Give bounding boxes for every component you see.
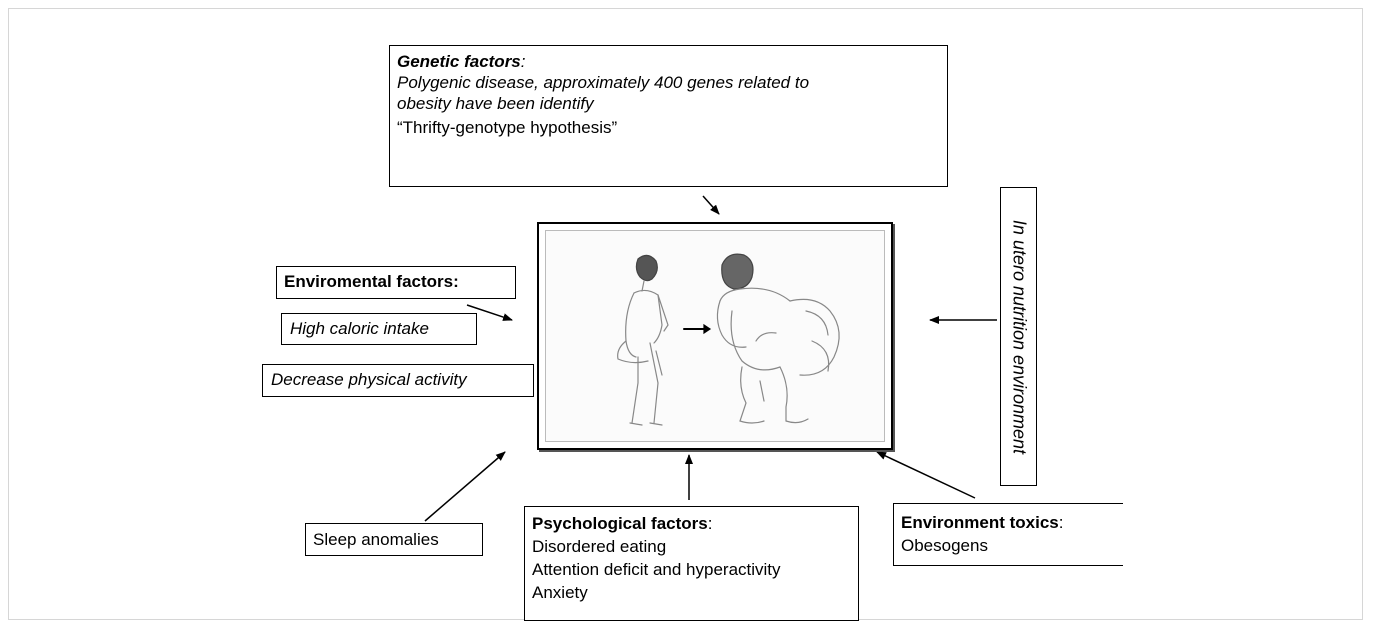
illustration-frame	[537, 222, 893, 450]
sleep-anomalies-box: Sleep anomalies	[305, 523, 483, 556]
arrow-genetic	[702, 195, 720, 215]
arrow-environmental	[466, 304, 513, 321]
toxics-title-colon: :	[1058, 513, 1064, 532]
environmental-item-physical: Decrease physical activity	[262, 364, 534, 397]
genetic-line-3: “Thrifty-genotype hypothesis”	[397, 118, 618, 137]
psychological-item: Attention deficit and hyperactivity	[532, 560, 781, 579]
arrow-sleep	[424, 451, 506, 522]
psychological-title: Psychological factors	[532, 514, 708, 533]
environmental-title: Enviromental factors:	[276, 266, 516, 299]
genetic-factors-box: Genetic factors: Polygenic disease, appr…	[389, 45, 948, 187]
environment-toxics-box: Environment toxics: Obesogens	[893, 503, 1123, 566]
obesity-illustration	[617, 253, 840, 426]
environmental-item-caloric: High caloric intake	[281, 313, 477, 345]
psychological-item: Anxiety	[532, 583, 588, 602]
illustration-canvas	[545, 230, 885, 442]
in-utero-label: In utero nutrition environment	[1009, 219, 1029, 454]
psychological-title-colon: :	[707, 514, 713, 533]
psychological-item: Disordered eating	[532, 537, 667, 556]
psychological-factors-box: Psychological factors: Disordered eating…	[524, 506, 859, 621]
toxics-title: Environment toxics	[901, 513, 1059, 532]
large-figure-illustration	[716, 253, 840, 424]
genetic-title: Genetic factors	[397, 52, 521, 71]
arrow-toxics	[876, 451, 976, 499]
genetic-line-2: obesity have been identify	[397, 94, 594, 113]
thin-figure-illustration	[617, 254, 669, 426]
genetic-title-colon: :	[520, 52, 526, 71]
genetic-line-1: Polygenic disease, approximately 400 gen…	[397, 73, 810, 92]
in-utero-box: In utero nutrition environment	[1000, 187, 1037, 486]
toxics-item: Obesogens	[901, 536, 988, 555]
